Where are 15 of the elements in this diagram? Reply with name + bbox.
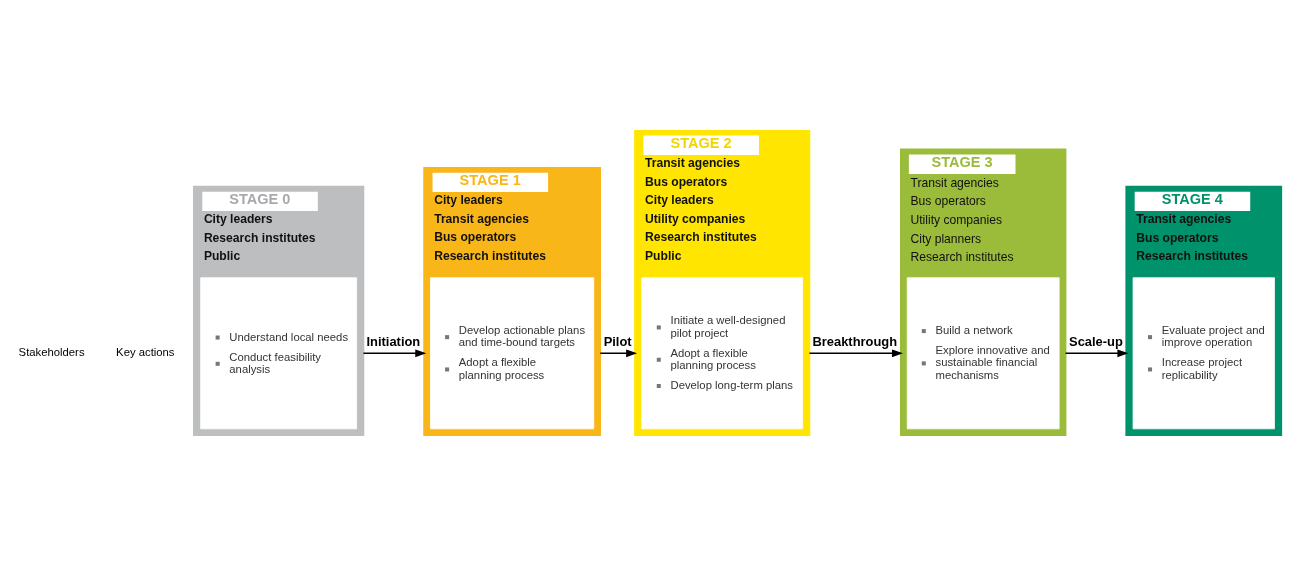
node-box: Evaluate project and improve operation Increase project replicability [1132,276,1275,429]
arrow [362,348,427,357]
node-box: Build a network Explore innovative and sustainable financial mechanisms [906,276,1060,429]
edge-label: Pilot [603,333,632,349]
label: Key actions [116,345,175,358]
node-box: Understand local needs Conduct feasibility analysis [200,276,357,429]
label: Stakeholders [18,345,85,358]
arrow [599,348,638,357]
arrow [1064,348,1129,357]
node-box: Initiate a well-designed pilot project Adopt a flexible planning process Develop long-term plans [641,276,803,429]
arrow [808,348,903,357]
node-box: Develop actionable plans and time-bound targets Adopt a flexible planning process [430,276,595,429]
edge-label: Scale-up [1069,333,1123,349]
edge-label: Breakthrough [812,333,898,349]
edge-label: Initiation [366,333,421,349]
